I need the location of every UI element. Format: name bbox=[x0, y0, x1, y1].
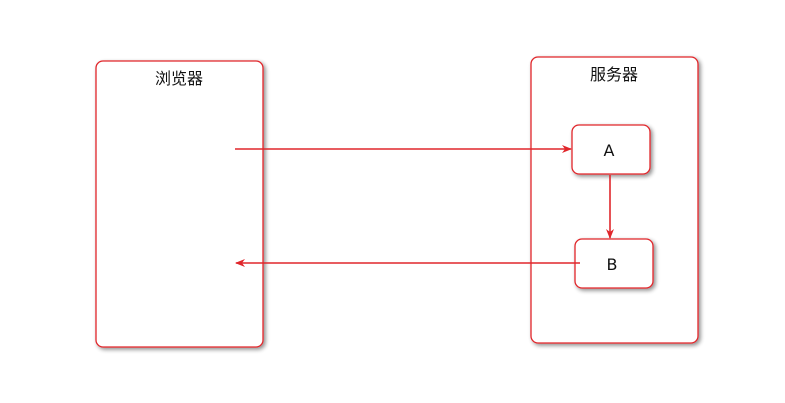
node-b: B bbox=[574, 238, 654, 289]
browser-container: 浏览器 bbox=[95, 60, 264, 348]
browser-title: 浏览器 bbox=[155, 69, 203, 88]
server-title: 服务器 bbox=[590, 65, 638, 84]
server-container: 服务器 bbox=[530, 56, 699, 344]
node-a: A bbox=[571, 124, 651, 175]
node-a-label: A bbox=[604, 141, 615, 160]
node-a-box bbox=[571, 124, 651, 175]
server-box bbox=[530, 56, 699, 344]
node-b-label: B bbox=[607, 255, 618, 274]
browser-box bbox=[95, 60, 264, 348]
